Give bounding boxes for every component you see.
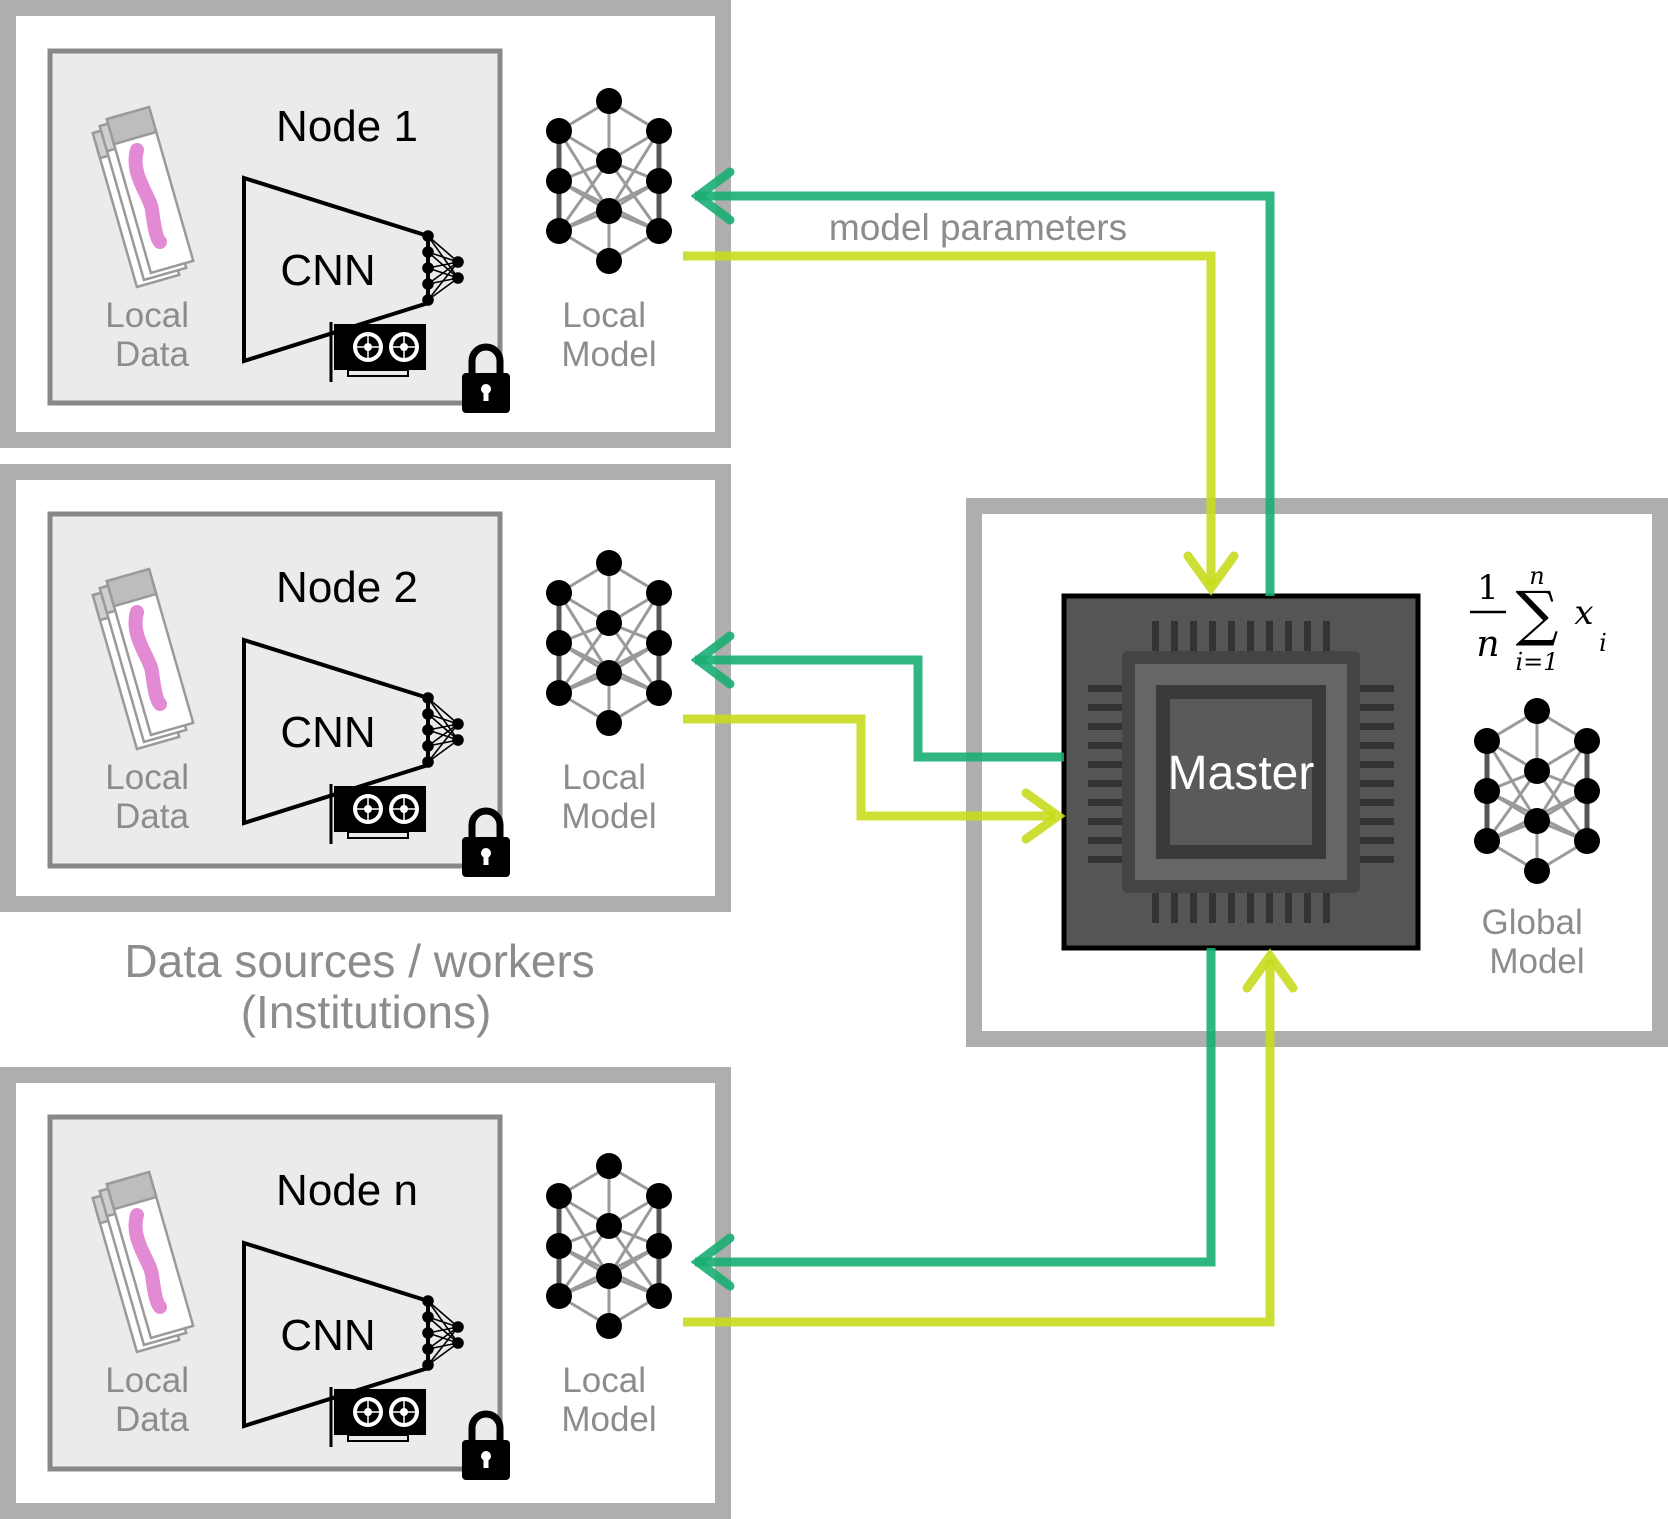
arrow-node2-to-master <box>683 714 1055 821</box>
formula-sum-lower: i=1 <box>1515 648 1558 676</box>
local-model-label: Local Model <box>561 1361 656 1439</box>
parameter-arrows <box>683 167 1298 1327</box>
arrow-node1-to-master <box>683 251 1216 585</box>
cnn-label: CNN <box>280 1311 375 1360</box>
local-model-label: Local Model <box>561 758 656 836</box>
formula-denominator: n <box>1476 624 1499 665</box>
node-panel-2: Node 2 CNN Local Data Local Model <box>0 464 731 912</box>
arrow-head <box>690 167 735 225</box>
node-title: Node 2 <box>276 563 418 612</box>
arrow-master-to-node2 <box>695 655 1064 762</box>
master-label: Master <box>1168 747 1315 800</box>
global-model-label: Global Model <box>1482 903 1593 981</box>
cnn-label: CNN <box>280 708 375 757</box>
formula-numerator: 1 <box>1477 568 1499 608</box>
workers-caption: Data sources / workers (Institutions) <box>124 935 607 1038</box>
arrow-master-to-node1 <box>695 191 1275 596</box>
node-panel-1: Node 1 CNN Local Data Local Model <box>0 0 731 448</box>
formula-term: x <box>1574 593 1593 633</box>
sigma-icon: ∑ <box>1516 579 1559 649</box>
arrow-head <box>690 1233 735 1291</box>
master-panel: Master 1 n n ∑ i=1 x i Global Model <box>966 498 1668 1047</box>
model-parameters-label: model parameters <box>829 207 1127 248</box>
arrow-master-to-noden <box>695 948 1216 1267</box>
chip-icon: Master <box>1061 593 1421 951</box>
arrow-head <box>690 631 735 689</box>
local-data-label: Local Data <box>105 758 198 836</box>
formula-sum-upper: n <box>1529 562 1544 590</box>
node-title: Node 1 <box>276 102 418 151</box>
node-panel-n: Node n CNN Local Data Local Model <box>0 1067 731 1519</box>
arrow-head <box>1021 788 1066 844</box>
arrow-head <box>1183 551 1239 596</box>
node-title: Node n <box>276 1166 418 1215</box>
arrow-noden-to-master <box>683 960 1275 1327</box>
local-data-label: Local Data <box>105 296 198 374</box>
arrow-head <box>1242 948 1298 993</box>
cnn-label: CNN <box>280 246 375 295</box>
formula-subscript: i <box>1599 629 1607 657</box>
averaging-formula: 1 n n ∑ i=1 x i <box>1470 562 1607 676</box>
local-data-label: Local Data <box>105 1361 198 1439</box>
local-model-label: Local Model <box>561 296 656 374</box>
